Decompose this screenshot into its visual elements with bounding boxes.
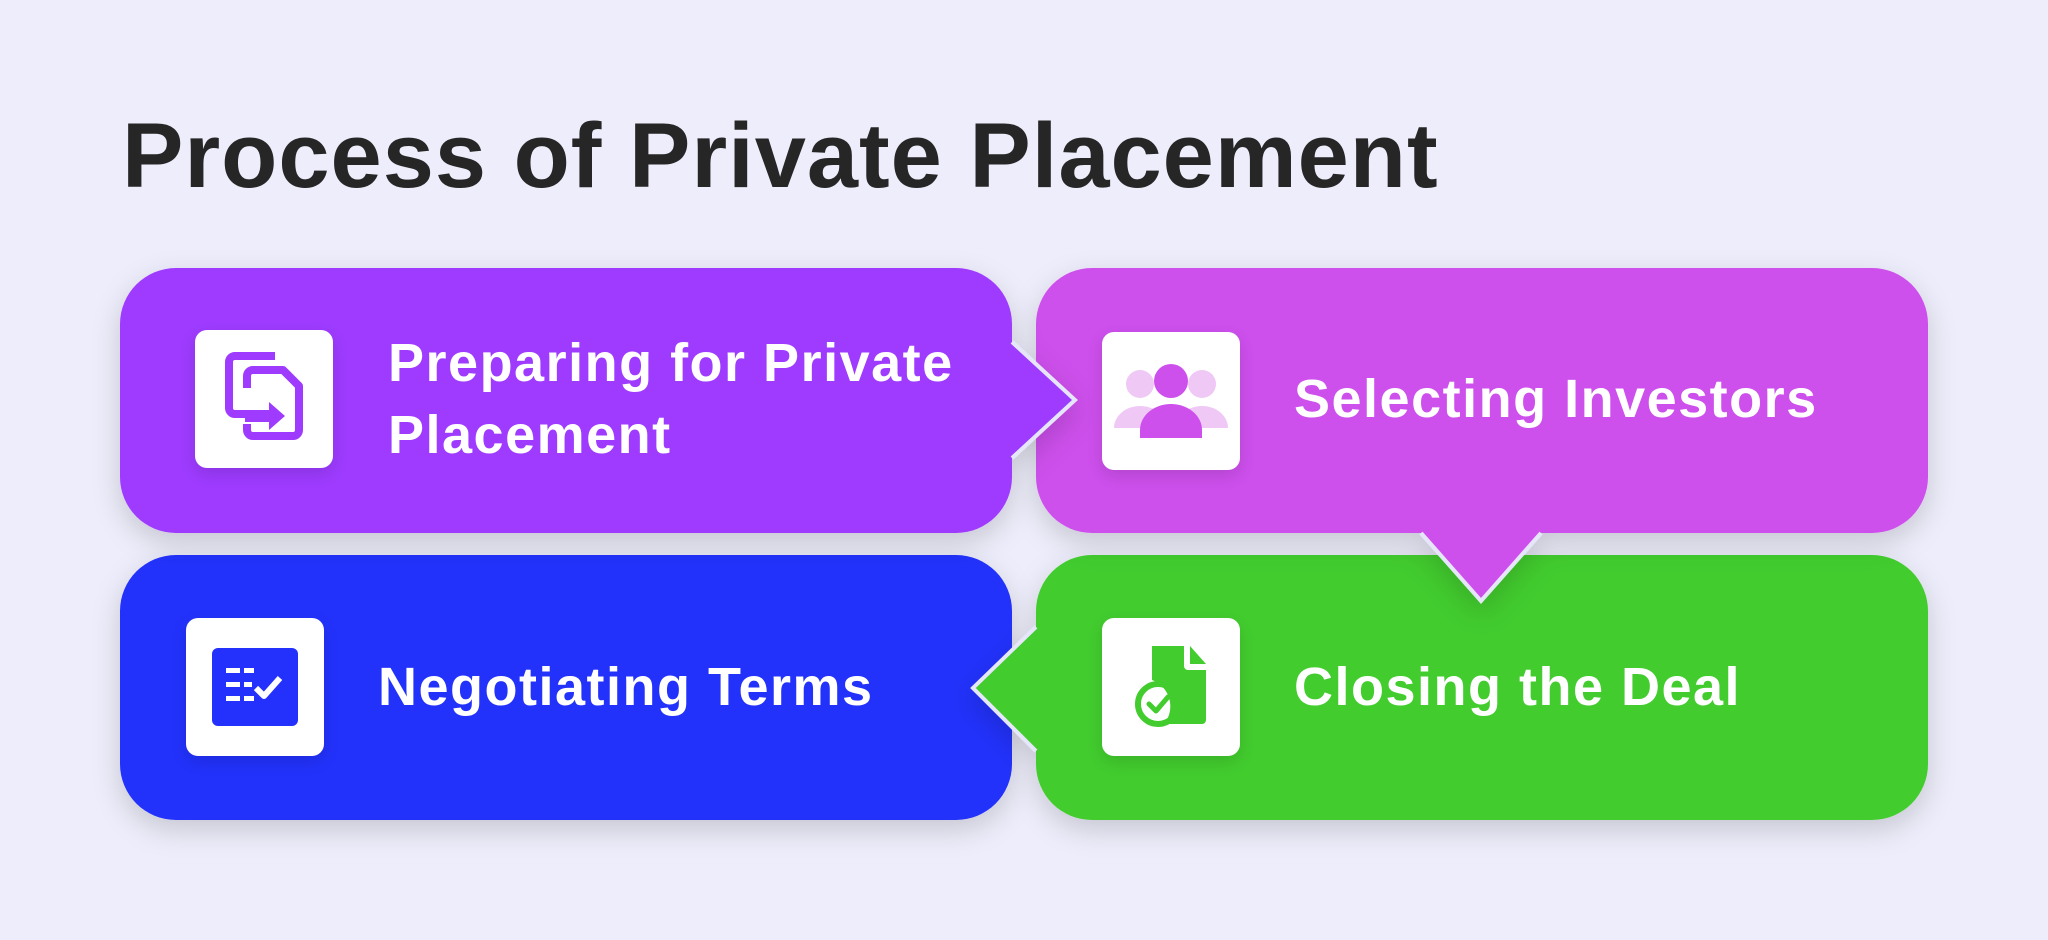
step-label-selecting-investors: Selecting Investors <box>1294 369 1818 429</box>
arrow-down <box>1419 531 1543 605</box>
step-label-negotiating-terms: Negotiating Terms <box>378 657 874 717</box>
people-group-icon <box>1102 332 1240 470</box>
arrow-right <box>1010 340 1078 460</box>
step-box-preparing <box>120 268 1078 533</box>
page-title: Process of Private Placement <box>122 105 1439 207</box>
arrow-left <box>970 625 1038 753</box>
step-box-closing-the-deal <box>970 555 1928 820</box>
document-transfer-icon <box>195 330 333 468</box>
step-label-preparing: Preparing for Private Placement <box>388 333 954 465</box>
step-box-selecting-investors <box>1036 268 1928 605</box>
step-box-negotiating-terms <box>120 555 1012 820</box>
checklist-icon <box>186 618 324 756</box>
step-label-closing-the-deal: Closing the Deal <box>1294 657 1742 717</box>
document-check-icon <box>1102 618 1240 756</box>
